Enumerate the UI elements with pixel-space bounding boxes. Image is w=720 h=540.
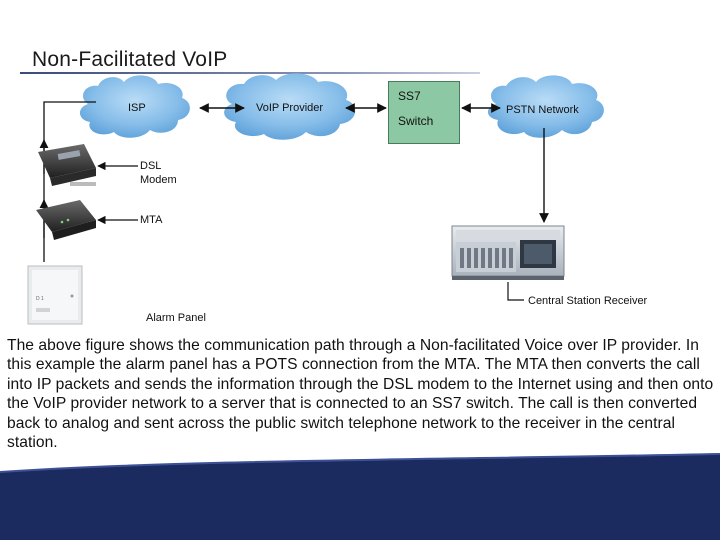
voip-provider-label: VoIP Provider [256,102,324,114]
receiver-callout-line [507,282,524,301]
title-underline [20,72,480,74]
description-paragraph: The above figure shows the communication… [7,337,714,452]
isp-label: ISP [128,102,146,114]
central-station-receiver-label: Central Station Receiver [528,295,648,307]
dsl-label: DSL [140,160,162,172]
voip-provider-cloud [224,73,356,140]
switch-label: Switch [398,114,434,128]
mta-label: MTA [140,214,163,226]
alarm-panel-label: Alarm Panel [146,312,206,324]
ss7-label: SS7 [398,89,421,103]
pstn-cloud [487,75,604,138]
svg-text:D 1: D 1 [36,296,44,302]
footer-wave [0,453,720,540]
mta-device [36,200,96,240]
dsl-modem-device [38,144,96,186]
isp-cloud [79,75,190,138]
pstn-network-label: PSTN Network [506,104,579,116]
modem-label: Modem [140,174,177,186]
central-station-receiver-device [451,225,565,280]
network-diagram: D 1 [27,73,604,325]
ss7-switch-box: SS7 Switch [388,81,460,144]
alarm-panel-device: D 1 [27,265,83,325]
slide-title: Non-Facilitated VoIP [32,48,228,71]
